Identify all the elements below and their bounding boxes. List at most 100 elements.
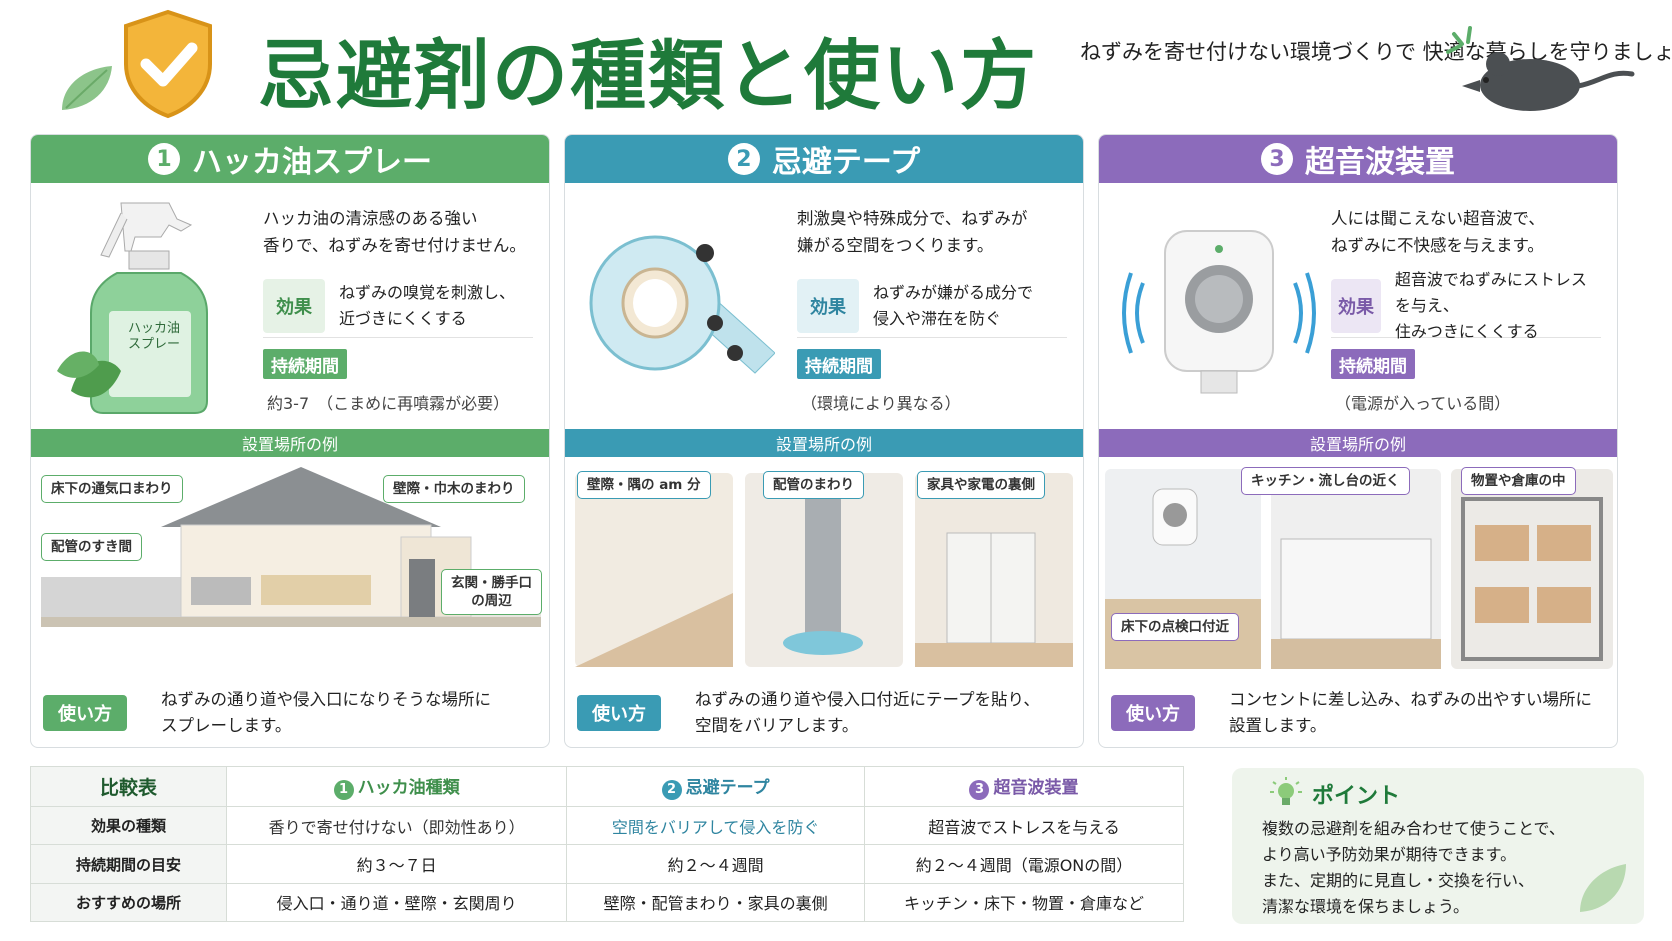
effect-text: ねずみが嫌がる成分で 侵入や滞在を防ぐ xyxy=(873,282,1034,328)
card-description: 刺激臭や特殊成分で、ねずみが 嫌がる空間をつくります。 xyxy=(797,209,1028,255)
duration-text: （電源が入っている間） xyxy=(1335,394,1511,413)
header: 忌避剤の種類と使い方 ねずみを寄せ付けない環境づくりで 快適な暮らしを守りましょ… xyxy=(0,0,1672,130)
leaf-icon xyxy=(62,66,112,110)
place-label: キッチン・流し台の近く xyxy=(1241,467,1410,495)
effect-badge: 効果 xyxy=(797,278,859,333)
card-peppermint-spray: 1 ハッカ油スプレー ハッカ油 スプレー ハッカ油の清涼感のある強い 香りで、ね… xyxy=(30,134,550,748)
duration-text: （環境により異なる） xyxy=(801,394,961,413)
usage-badge: 使い方 xyxy=(577,695,661,731)
table-cell: 超音波でストレスを与える xyxy=(863,806,1185,846)
effect-text: ねずみの嗅覚を刺激し、 近づきにくくする xyxy=(339,282,516,328)
tape-roll-icon xyxy=(589,235,775,374)
table-title: 比較表 xyxy=(30,765,227,808)
card-description: 人には聞こえない超音波で、 ねずみに不快感を与えます。 xyxy=(1331,209,1545,255)
leaf-icon xyxy=(1580,864,1626,912)
effect-badge: 効果 xyxy=(1331,278,1381,333)
header-number: 2 xyxy=(661,779,682,800)
card-header: 3 超音波装置 xyxy=(1099,135,1617,183)
card-body: ハッカ油 スプレー ハッカ油の清涼感のある強い 香りで、ねずみを寄せ付けません。… xyxy=(31,183,549,429)
house-illustration xyxy=(41,467,541,627)
card-header: 1 ハッカ油スプレー xyxy=(31,135,549,183)
point-title: ポイント xyxy=(1312,784,1401,809)
card-body: 刺激臭や特殊成分で、ねずみが 嫌がる空間をつくります。 効果 ねずみが嫌がる成分… xyxy=(565,183,1083,429)
table-cell: 侵入口・通り道・壁際・玄関周り xyxy=(225,882,568,923)
table-row: おすすめの場所 侵入口・通り道・壁際・玄関周り 壁際・配管まわり・家具の裏側 キ… xyxy=(30,882,1185,923)
table-row: 持続期間の目安 約３〜７日 約２〜４週間 約２〜４週間（電源ONの間） xyxy=(30,844,1185,884)
place-label: 壁際・隅の am 分 xyxy=(577,471,711,499)
mouse-icon xyxy=(1462,52,1635,111)
place-label: 配管のすき間 xyxy=(41,533,142,561)
page-subtitle: ねずみを寄せ付けない環境づくりで 快適な暮らしを守りましょう！ xyxy=(1080,40,1672,64)
usage-row: 使い方 ねずみの通り道や侵入口になりそうな場所に スプレーします。 xyxy=(43,685,539,741)
duration-badge: 持続期間 xyxy=(263,349,347,379)
motion-lines-icon xyxy=(1446,26,1472,54)
places-title: 設置場所の例 xyxy=(1099,429,1617,457)
place-label: 物置や倉庫の中 xyxy=(1461,467,1576,495)
effect-badge: 効果 xyxy=(263,278,325,333)
effect-row: 効果 超音波でねずみにストレスを与え、 住みつきにくくする xyxy=(1331,270,1601,341)
card-repellent-tape: 2 忌避テープ 刺激臭や特殊成分で、ねずみが 嫌がる空間をつくります。 効果 ね… xyxy=(564,134,1084,748)
card-title: 超音波装置 xyxy=(1305,145,1455,180)
places-illustration: 壁際・隅の am 分 配管のまわり 家具や家電の裏側 xyxy=(565,457,1083,697)
table-cell: 壁際・配管まわり・家具の裏側 xyxy=(566,882,865,923)
card-description: ハッカ油の清涼感のある強い 香りで、ねずみを寄せ付けません。 xyxy=(263,209,526,255)
place-label: 家具や家電の裏側 xyxy=(917,471,1045,499)
effect-row: 効果 ねずみの嗅覚を刺激し、 近づきにくくする xyxy=(263,274,533,338)
usage-text: コンセントに差し込み、ねずみの出やすい場所に 設置します。 xyxy=(1229,690,1592,735)
effect-text: 超音波でねずみにストレスを与え、 住みつきにくくする xyxy=(1394,269,1587,341)
lightbulb-icon xyxy=(1270,777,1302,805)
header-label: 忌避テープ xyxy=(685,778,770,799)
places-illustration: 床下の通気口まわり 壁際・巾木のまわり 配管のすき間 玄関・勝手口 の周辺 xyxy=(31,457,549,697)
duration-badge: 持続期間 xyxy=(797,349,881,379)
row-label: おすすめの場所 xyxy=(30,882,227,923)
page-title: 忌避剤の種類と使い方 xyxy=(258,31,1038,120)
duration-badge: 持続期間 xyxy=(1331,349,1415,379)
table-cell: 香りで寄せ付けない（即効性あり） xyxy=(225,806,568,846)
shield-check-icon xyxy=(124,9,212,119)
places-illustration: 床下の点検口付近 キッチン・流し台の近く 物置や倉庫の中 xyxy=(1099,457,1617,697)
usage-badge: 使い方 xyxy=(43,695,127,731)
point-text: 複数の忌避剤を組み合わせて使うことで、 より高い予防効果が期待できます。 また、… xyxy=(1262,819,1565,916)
table-cell: キッチン・床下・物置・倉庫など xyxy=(863,882,1185,923)
card-number: 1 xyxy=(148,143,180,175)
card-header: 2 忌避テープ xyxy=(565,135,1083,183)
places-title: 設置場所の例 xyxy=(31,429,549,457)
header-number: 3 xyxy=(969,779,990,800)
table-cell: 約２〜４週間（電源ONの間） xyxy=(863,844,1185,884)
card-ultrasonic-device: 3 超音波装置 人には聞こえない超音波で、 ねずみに不快感を与えます。 効果 超… xyxy=(1098,134,1618,748)
card-body: 人には聞こえない超音波で、 ねずみに不快感を与えます。 効果 超音波でねずみにス… xyxy=(1099,183,1617,429)
card-number: 3 xyxy=(1261,143,1293,175)
ultrasonic-device-icon xyxy=(1122,230,1316,394)
place-label: 壁際・巾木のまわり xyxy=(383,475,525,503)
header-label: ハッカ油種類 xyxy=(357,778,460,799)
header-label: 超音波装置 xyxy=(993,778,1079,799)
card-title: ハッカ油スプレー xyxy=(192,145,432,180)
card-number: 2 xyxy=(727,143,760,175)
place-label: 配管のまわり xyxy=(763,471,864,499)
spray-bottle-icon xyxy=(57,202,208,414)
table-row: 効果の種類 香りで寄せ付けない（即効性あり） 空間をバリアして侵入を防ぐ 超音波… xyxy=(30,806,1185,846)
place-label: 床下の点検口付近 xyxy=(1111,613,1239,641)
point-box: ポイント 複数の忌避剤を組み合わせて使うことで、 より高い予防効果が期待できます… xyxy=(1232,768,1644,924)
place-label: 玄関・勝手口 の周辺 xyxy=(441,569,542,615)
effect-row: 効果 ねずみが嫌がる成分で 侵入や滞在を防ぐ xyxy=(797,274,1067,338)
usage-badge: 使い方 xyxy=(1111,695,1195,731)
usage-row: 使い方 コンセントに差し込み、ねずみの出やすい場所に 設置します。 xyxy=(1111,685,1607,741)
table-cell: 約３〜７日 xyxy=(225,844,568,884)
table-cell: 約２〜４週間 xyxy=(566,844,865,884)
product-label: ハッカ油 スプレー xyxy=(127,321,180,352)
card-title: 忌避テープ xyxy=(771,145,921,180)
place-label: 床下の通気口まわり xyxy=(41,475,183,503)
usage-text: ねずみの通り道や侵入口になりそうな場所に スプレーします。 xyxy=(161,690,491,735)
duration-text: 約3-7 （こまめに再噴霧が必要） xyxy=(267,394,510,413)
usage-row: 使い方 ねずみの通り道や侵入口付近にテープを貼り、 空間をバリアします。 xyxy=(577,685,1073,741)
row-label: 持続期間の目安 xyxy=(30,844,227,884)
usage-text: ねずみの通り道や侵入口付近にテープを貼り、 空間をバリアします。 xyxy=(695,690,1040,735)
header-number: 1 xyxy=(333,779,354,800)
table-cell: 空間をバリアして侵入を防ぐ xyxy=(566,806,865,846)
